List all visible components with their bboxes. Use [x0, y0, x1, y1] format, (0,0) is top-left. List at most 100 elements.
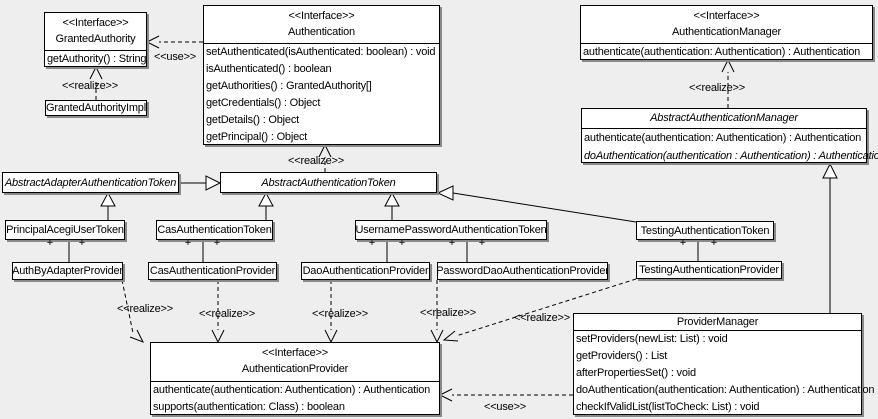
class-name: Authentication — [288, 26, 355, 38]
multiplicity-plus: + — [46, 237, 54, 249]
use-stereotype-label: <<use>> — [153, 51, 197, 63]
multiplicity-plus: + — [710, 237, 718, 249]
edge-authentication-use — [145, 35, 203, 49]
method: checkIfValidList(listToCheck: List) : vo… — [576, 401, 760, 413]
class-authentication-manager-title: <<Interface>> AuthenticationManager — [581, 6, 872, 43]
class-authentication-manager: <<Interface>> AuthenticationManager auth… — [580, 5, 873, 60]
edge-testing-token-generalization — [436, 185, 637, 223]
class-abstract-authentication-manager-title: AbstractAuthenticationManager — [582, 109, 866, 128]
interface-stereotype: <<Interface>> — [62, 17, 129, 29]
edge-grantedauthorityimpl-realize — [89, 65, 103, 100]
class-granted-authority-impl: GrantedAuthorityImpl — [45, 100, 147, 116]
use-stereotype-label: <<use>> — [483, 401, 527, 413]
method: getAuthority() : String — [47, 53, 147, 65]
class-username-password-authentication-token: UsernamePasswordAuthenticationToken — [355, 220, 547, 240]
edge-providermanager-generalization — [822, 162, 838, 313]
class-authentication-title: <<Interface>> Authentication — [204, 6, 439, 43]
class-abstract-authentication-token: AbstractAuthenticationToken — [220, 172, 437, 193]
method: authenticate(authentication: Authenticat… — [583, 46, 861, 58]
class-name: GrantedAuthorityImpl — [46, 102, 146, 114]
class-name: ProviderManager — [676, 316, 759, 328]
method-compartment: setProviders(newList: List) : void getPr… — [574, 330, 875, 416]
edge-authbyadapter-realize — [121, 279, 145, 343]
class-name: PrincipalAcegiUserToken — [6, 224, 124, 236]
method-compartment: authenticate(authentication: Authenticat… — [151, 381, 439, 414]
interface-stereotype: <<Interface>> — [262, 347, 328, 359]
class-name: AbstractAdapterAuthenticationToken — [4, 176, 177, 189]
method: doAuthentication(authentication: Authent… — [576, 384, 875, 396]
class-granted-authority-title: <<Interface>> GrantedAuthority — [45, 13, 146, 50]
multiplicity-plus: + — [478, 237, 486, 249]
method: doAuthentication(authentication : Authen… — [584, 150, 878, 162]
class-name: AbstractAuthenticationToken — [261, 176, 396, 189]
class-abstract-adapter-authentication-token: AbstractAdapterAuthenticationToken — [2, 172, 179, 193]
edge-abstractmanager-realize — [721, 58, 735, 108]
class-name: AbstractAuthenticationManager — [650, 112, 798, 124]
class-name: AuthenticationManager — [672, 26, 781, 38]
class-cas-authentication-provider: CasAuthenticationProvider — [148, 262, 277, 280]
method: getProviders() : List — [576, 350, 668, 362]
multiplicity-plus: + — [78, 237, 86, 249]
class-name: CasAuthenticationProvider — [149, 265, 276, 277]
method: setAuthenticated(isAuthenticated: boolea… — [206, 46, 436, 58]
interface-stereotype: <<Interface>> — [693, 10, 760, 22]
multiplicity-plus: + — [184, 237, 192, 249]
class-name: DaoAuthenticationProvider — [302, 265, 429, 277]
method: getCredentials() : Object — [206, 97, 321, 109]
realize-stereotype-label: <<realize>> — [199, 308, 255, 320]
multiplicity-plus: + — [448, 237, 456, 249]
edge-testingprovider-realize — [442, 278, 637, 342]
multiplicity-plus: + — [368, 237, 376, 249]
class-authentication: <<Interface>> Authentication setAuthenti… — [203, 5, 440, 145]
class-provider-manager-title: ProviderManager — [574, 314, 861, 330]
method: supports(authentication: Class) : boolea… — [153, 401, 345, 413]
realize-stereotype-label: <<realize>> — [420, 307, 476, 319]
method: afterPropertiesSet() : void — [576, 367, 696, 379]
edge-usernamepassword-generalization — [384, 191, 400, 220]
realize-stereotype-label: <<realize>> — [288, 155, 344, 167]
class-name: PasswordDaoAuthenticationProvider — [437, 265, 608, 277]
method: setProviders(newList: List) : void — [576, 333, 728, 345]
edge-cas-token-generalization — [258, 191, 274, 220]
class-name: CasAuthenticationToken — [157, 224, 272, 236]
class-authentication-provider: <<Interface>> AuthenticationProvider aut… — [150, 342, 440, 415]
interface-stereotype: <<Interface>> — [288, 10, 355, 22]
class-abstract-authentication-manager: AbstractAuthenticationManager authentica… — [581, 108, 878, 165]
class-name: AuthByAdapterProvider — [12, 265, 123, 277]
multiplicity-plus: + — [679, 237, 687, 249]
class-auth-by-adapter-provider: AuthByAdapterProvider — [12, 262, 123, 280]
method: authenticate(authentication: Authenticat… — [153, 384, 431, 396]
class-provider-manager: ProviderManager setProviders(newList: Li… — [573, 313, 875, 416]
class-testing-authentication-provider: TestingAuthenticationProvider — [636, 261, 782, 279]
class-testing-authentication-token: TestingAuthenticationToken — [636, 221, 774, 240]
method-compartment: authenticate(authentication: Authenticat… — [581, 43, 872, 59]
realize-stereotype-label: <<realize>> — [312, 308, 368, 320]
class-name: UsernamePasswordAuthenticationToken — [355, 224, 547, 236]
method: isAuthenticated() : boolean — [206, 63, 332, 75]
method: authenticate(authentication: Authenticat… — [584, 132, 862, 144]
class-name: GrantedAuthority — [55, 33, 136, 45]
realize-stereotype-label: <<realize>> — [62, 80, 118, 92]
method: getAuthorities() : GrantedAuthority[] — [206, 80, 372, 92]
class-name: TestingAuthenticationToken — [640, 224, 770, 237]
realize-stereotype-label: <<realize>> — [514, 312, 570, 324]
edge-principal-generalization — [100, 191, 116, 220]
method-compartment: setAuthenticated(isAuthenticated: boolea… — [204, 43, 439, 144]
method: getPrincipal() : Object — [206, 131, 308, 143]
class-authentication-provider-title: <<Interface>> AuthenticationProvider — [151, 343, 439, 381]
realize-stereotype-label: <<realize>> — [117, 303, 173, 315]
multiplicity-plus: + — [398, 237, 406, 249]
multiplicity-plus: + — [213, 237, 221, 249]
class-name: TestingAuthenticationProvider — [639, 264, 779, 276]
class-granted-authority: <<Interface>> GrantedAuthority getAuthor… — [44, 12, 147, 67]
class-name: AuthenticationProvider — [241, 363, 349, 375]
class-principal-acegi-user-token: PrincipalAcegiUserToken — [5, 220, 125, 240]
class-password-dao-authentication-provider: PasswordDaoAuthenticationProvider — [437, 262, 608, 280]
class-dao-authentication-provider: DaoAuthenticationProvider — [301, 262, 430, 280]
method-compartment: authenticate(authentication: Authenticat… — [582, 128, 878, 165]
realize-stereotype-label: <<realize>> — [689, 82, 745, 94]
edge-providermanager-use — [438, 388, 573, 402]
edge-adapter-token-generalization — [179, 175, 222, 191]
method-compartment: getAuthority() : String — [45, 50, 147, 66]
edge-abstracttoken-realize — [318, 143, 332, 172]
